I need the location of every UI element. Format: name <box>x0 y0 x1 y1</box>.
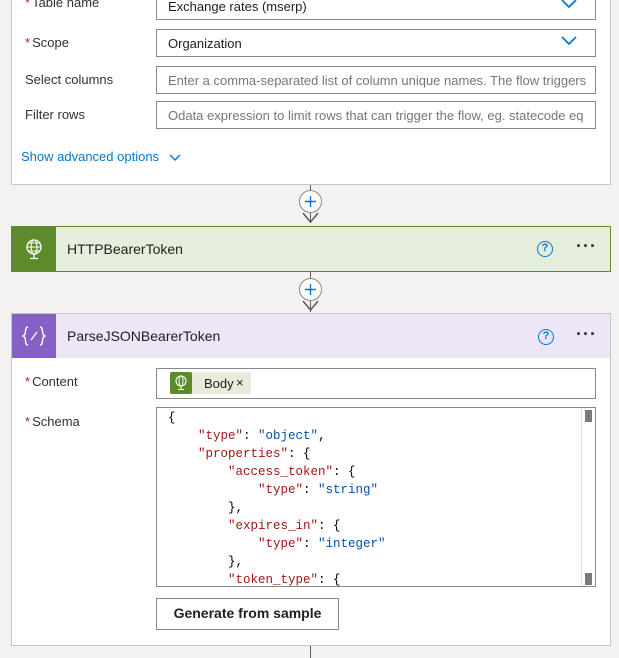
globe-icon <box>26 239 42 260</box>
code-line: "type": "integer" <box>258 537 386 551</box>
http-bearer-token-step[interactable]: HTTPBearerToken ? ··· <box>11 226 611 272</box>
more-options-button[interactable]: ··· <box>576 324 597 344</box>
table-name-label: *Table name <box>25 0 100 10</box>
editor-scrollbar[interactable] <box>581 408 595 586</box>
chevron-down-icon <box>561 0 577 9</box>
code-line: "type": "object", <box>198 429 326 443</box>
content-label: *Content <box>25 374 78 389</box>
scope-label: *Scope <box>25 35 69 50</box>
plus-icon <box>305 284 316 295</box>
plus-icon <box>305 196 316 207</box>
add-step-button[interactable] <box>299 190 322 213</box>
more-options-button[interactable]: ··· <box>576 236 597 256</box>
chevron-down-icon <box>169 154 181 161</box>
add-step-button[interactable] <box>299 278 322 301</box>
filter-rows-label: Filter rows <box>25 107 85 122</box>
help-icon[interactable]: ? <box>537 241 553 257</box>
generate-from-sample-button[interactable]: Generate from sample <box>156 598 339 630</box>
scope-dropdown[interactable]: Organization <box>156 29 596 57</box>
step-title: HTTPBearerToken <box>67 241 183 257</box>
code-line: "properties": { <box>198 447 311 461</box>
connector-line <box>310 646 311 658</box>
code-line: "token_type": { <box>228 573 341 587</box>
filter-rows-input[interactable]: Odata expression to limit rows that can … <box>156 101 596 129</box>
scrollbar-thumb-bottom[interactable] <box>585 573 592 585</box>
step-header[interactable]: ParseJSONBearerToken ? ··· <box>12 314 610 358</box>
curly-braces-icon <box>22 326 46 346</box>
scrollbar-thumb[interactable] <box>585 410 592 422</box>
arrow-down-icon <box>302 212 319 224</box>
parse-json-step: ParseJSONBearerToken ? ··· *Content Body… <box>11 313 611 646</box>
trigger-card: *Table name Exchange rates (mserp) *Scop… <box>11 0 611 185</box>
schema-editor[interactable]: { "type": "object", "properties": { "acc… <box>156 407 596 587</box>
code-line: }, <box>168 555 244 569</box>
body-token[interactable]: Body × <box>170 372 251 394</box>
show-advanced-options-link[interactable]: Show advanced options <box>21 149 181 164</box>
token-label: Body <box>204 376 234 391</box>
table-name-dropdown[interactable]: Exchange rates (mserp) <box>156 0 596 20</box>
step-title: ParseJSONBearerToken <box>67 328 221 344</box>
code-line: { <box>168 411 176 425</box>
help-icon[interactable]: ? <box>538 329 554 345</box>
code-line: "type": "string" <box>258 483 379 497</box>
select-columns-input[interactable]: Enter a comma-separated list of column u… <box>156 66 596 94</box>
code-line: }, <box>168 501 244 515</box>
chevron-down-icon <box>561 36 577 46</box>
select-columns-label: Select columns <box>25 72 114 87</box>
globe-icon <box>170 372 192 394</box>
code-line: "expires_in": { <box>228 519 341 533</box>
step-icon-box <box>12 314 56 358</box>
code-line: "access_token": { <box>228 465 356 479</box>
arrow-down-icon <box>302 300 319 312</box>
remove-token-button[interactable]: × <box>236 375 244 390</box>
content-input[interactable]: Body × <box>156 368 596 399</box>
step-icon-box <box>12 227 56 271</box>
schema-label: *Schema <box>25 414 80 429</box>
